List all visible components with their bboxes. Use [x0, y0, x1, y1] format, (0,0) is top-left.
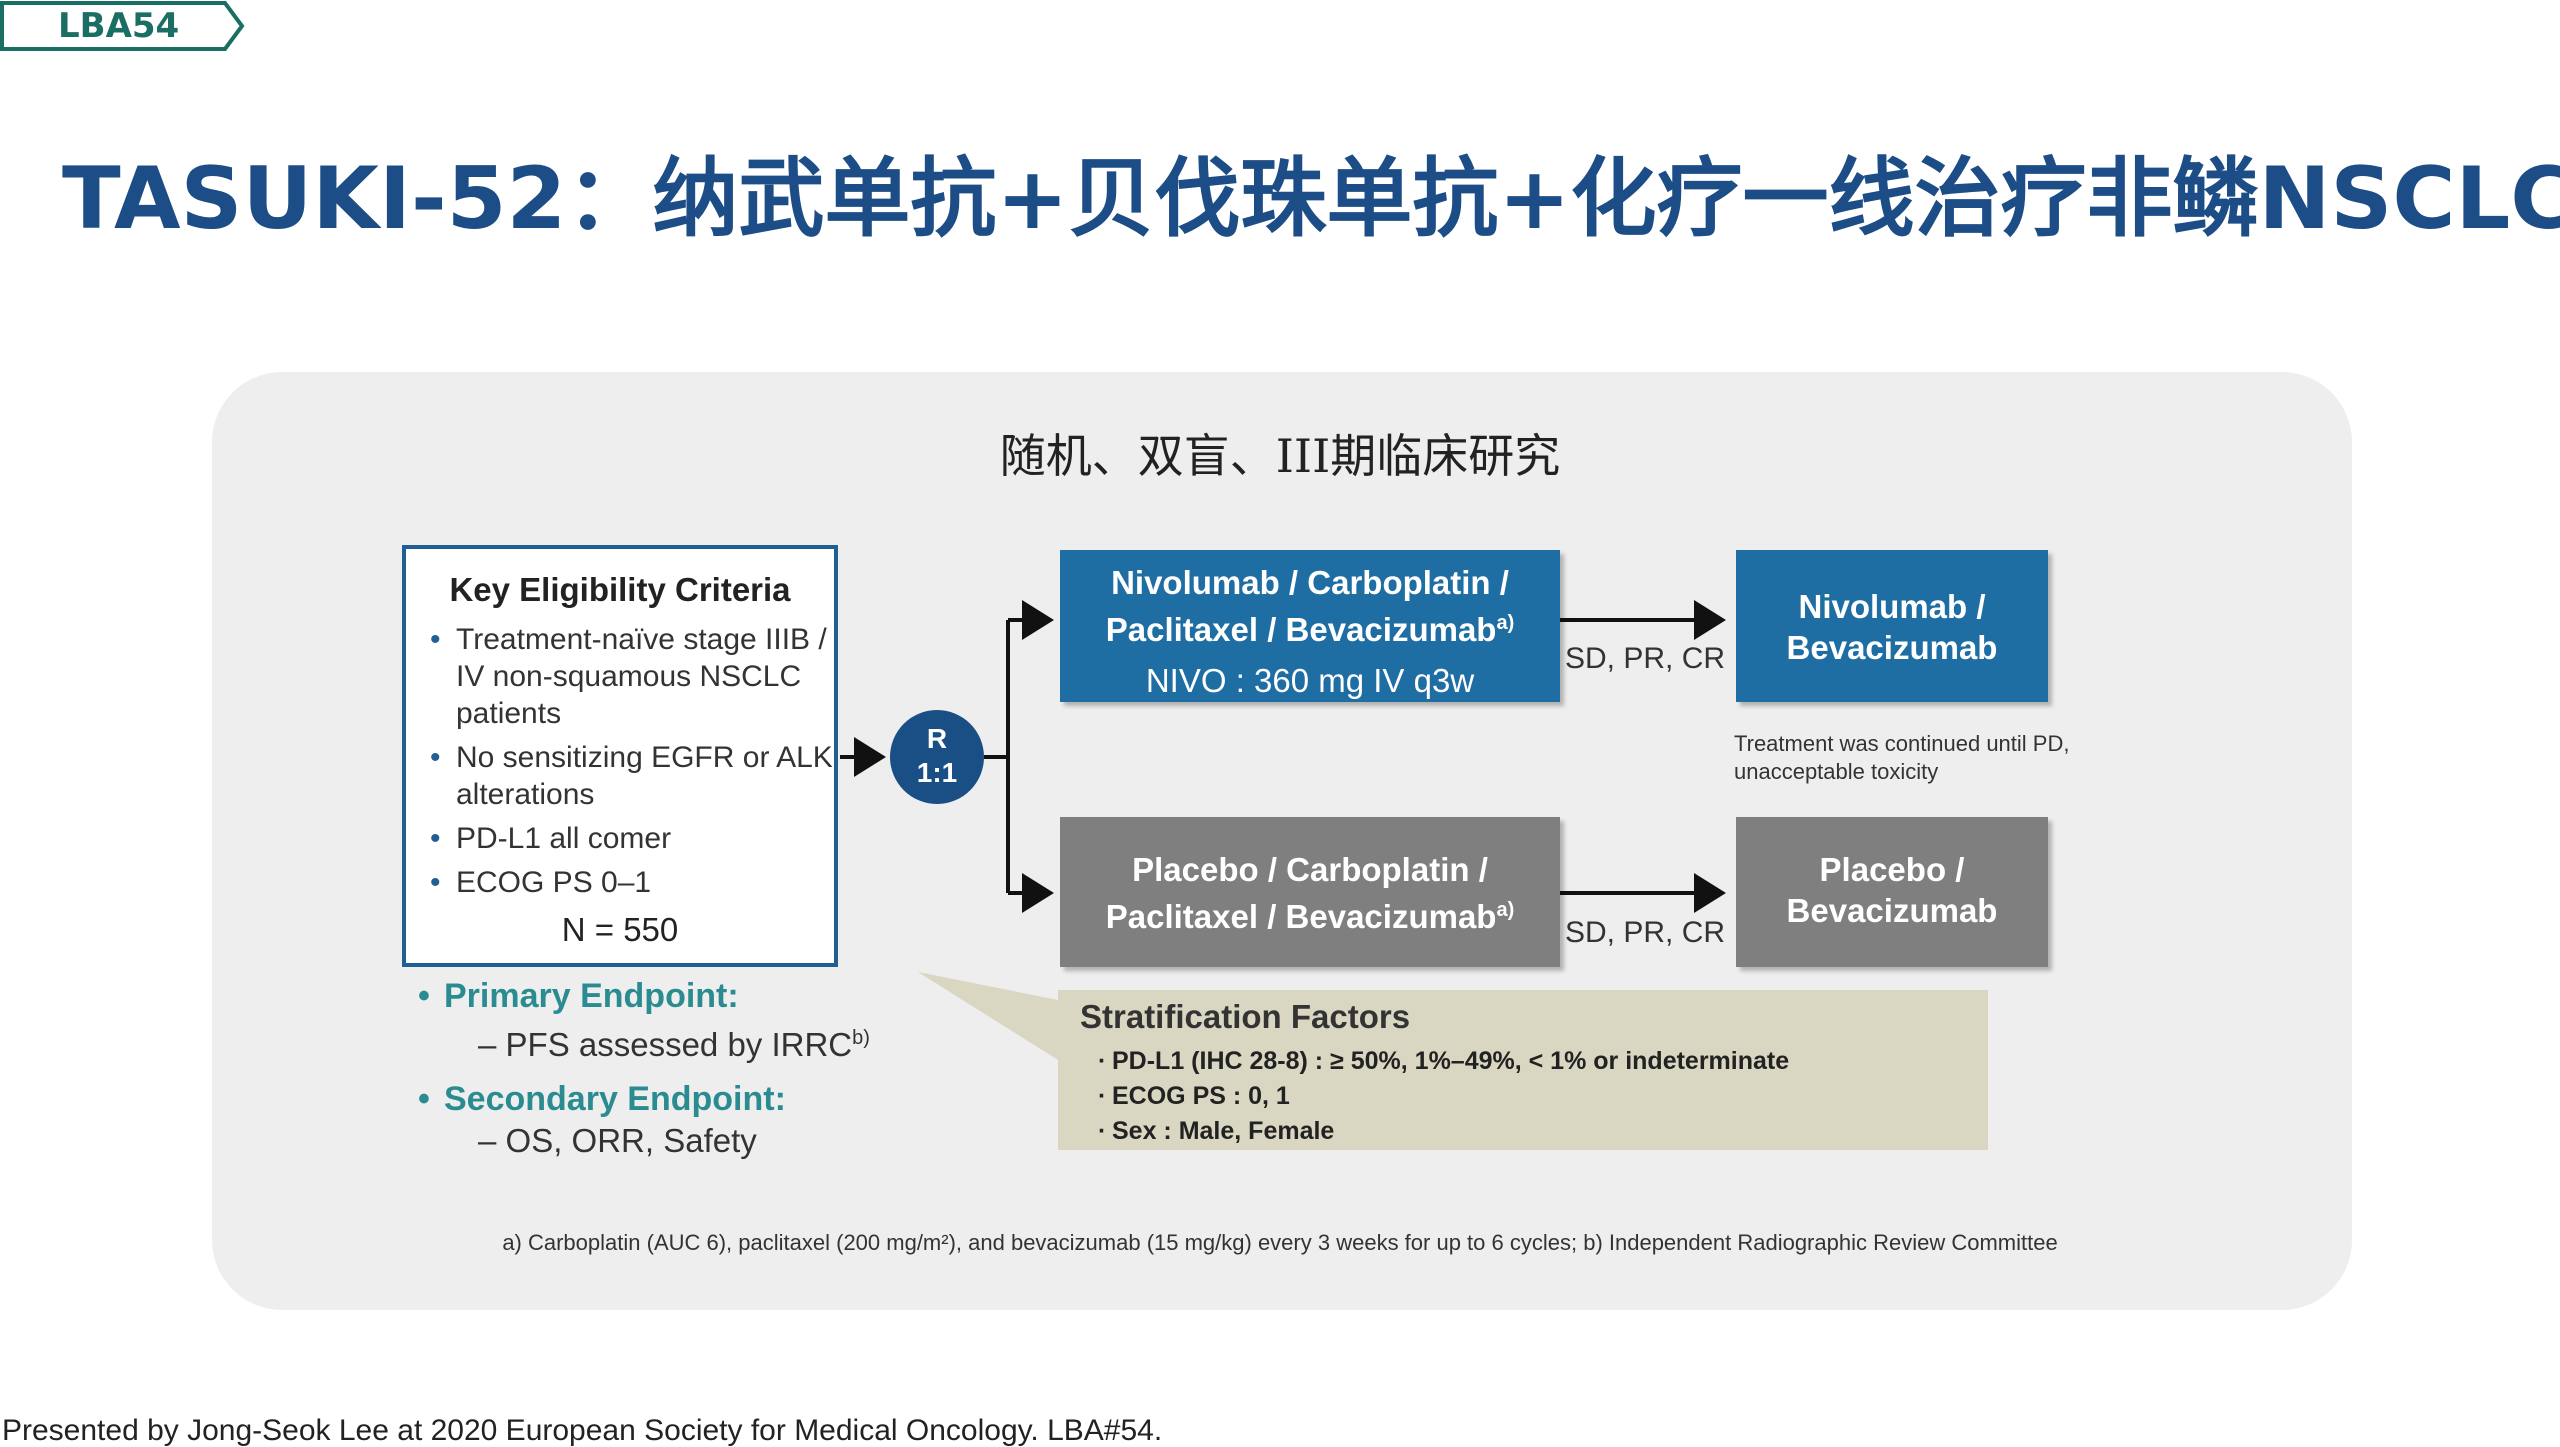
eligibility-item: Treatment-naïve stage IIIB / IV non-squa…: [426, 621, 836, 732]
stratification-title: Stratification Factors: [1080, 998, 1411, 1035]
tag-label: LBA54: [58, 6, 180, 46]
stratification-item: PD-L1 (IHC 28-8) : ≥ 50%, 1%–49%, < 1% o…: [1098, 1044, 1789, 1079]
sample-size: N = 550: [561, 911, 679, 948]
nivo-maintenance-line1: Nivolumab /: [1798, 588, 1986, 625]
stratification-list: PD-L1 (IHC 28-8) : ≥ 50%, 1%–49%, < 1% o…: [1098, 1044, 1789, 1149]
eligibility-list: Treatment-naïve stage IIIB / IV non-squa…: [426, 621, 836, 908]
randomization-ratio: 1:1: [916, 757, 958, 788]
nivo-arm-box: Nivolumab / Carboplatin / Paclitaxel / B…: [1060, 550, 1560, 702]
placebo-maintenance-line1: Placebo /: [1819, 851, 1965, 888]
primary-endpoint-label: Primary Endpoint:: [418, 975, 918, 1017]
placebo-arm-box: Placebo / Carboplatin / Paclitaxel / Bev…: [1060, 817, 1560, 967]
nivo-maintenance-box: Nivolumab / Bevacizumab: [1736, 550, 2048, 702]
strat-callout-pointer: [918, 972, 1058, 1060]
placebo-arm-footnote-mark: a): [1496, 899, 1515, 921]
response-label-bottom: SD, PR, CR: [1565, 916, 1726, 949]
footnote: a) Carboplatin (AUC 6), paclitaxel (200 …: [502, 1230, 2058, 1255]
stratification-box: Stratification Factors PD-L1 (IHC 28-8) …: [1058, 990, 1988, 1150]
stratification-item: ECOG PS : 0, 1: [1098, 1079, 1789, 1114]
placebo-maintenance-line2: Bevacizumab: [1786, 892, 1998, 929]
endpoints-block: Primary Endpoint: – PFS assessed by IRRC…: [418, 975, 918, 1174]
placebo-arm-line1: Placebo / Carboplatin /: [1132, 851, 1488, 888]
nivo-dose: NIVO : 360 mg IV q3w: [1145, 662, 1475, 699]
nivo-maintenance-line2: Bevacizumab: [1786, 629, 1998, 666]
secondary-endpoint-value: – OS, ORR, Safety: [478, 1122, 757, 1159]
randomization-node: R 1:1: [890, 710, 984, 804]
study-design-subtitle: 随机、双盲、III期临床研究: [999, 429, 1561, 483]
tag-arrow-shape: [0, 1, 245, 51]
placebo-maintenance-box: Placebo / Bevacizumab: [1736, 817, 2048, 967]
response-label-top: SD, PR, CR: [1565, 642, 1726, 675]
primary-endpoint-footnote-mark: b): [852, 1027, 870, 1049]
nivo-arm-line2: Paclitaxel / Bevacizumaba): [1105, 611, 1515, 648]
session-tag: LBA54: [0, 0, 245, 51]
randomization-r: R: [926, 723, 948, 754]
primary-endpoint-value: – PFS assessed by IRRCb): [478, 1026, 870, 1063]
eligibility-item: No sensitizing EGFR or ALK alterations: [426, 739, 836, 813]
stratification-item: Sex : Male, Female: [1098, 1114, 1789, 1149]
eligibility-item: ECOG PS 0–1: [426, 864, 836, 901]
slide-title: TASUKI-52：纳武单抗+贝伐珠单抗+化疗一线治疗非鳞NSCLC: [62, 149, 2560, 249]
presenter-credit: Presented by Jong-Seok Lee at 2020 Europ…: [2, 1414, 1163, 1447]
secondary-endpoint-label: Secondary Endpoint:: [418, 1078, 918, 1120]
eligibility-item: PD-L1 all comer: [426, 820, 836, 857]
eligibility-title: Key Eligibility Criteria: [449, 571, 791, 608]
nivo-arm-line1: Nivolumab / Carboplatin /: [1111, 564, 1509, 601]
placebo-arm-line2: Paclitaxel / Bevacizumaba): [1105, 898, 1515, 935]
nivo-arm-footnote-mark: a): [1496, 612, 1515, 634]
maintenance-note: Treatment was continued until PD, unacce…: [1734, 731, 2070, 784]
eligibility-box: Key Eligibility Criteria Treatment-naïve…: [402, 545, 838, 967]
